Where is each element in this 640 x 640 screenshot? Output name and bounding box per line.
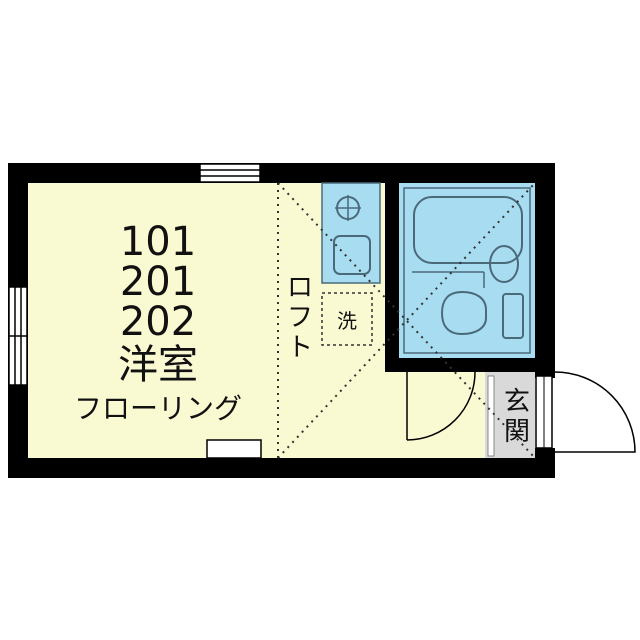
kitchen-counter: [321, 182, 381, 284]
room-type-label: 洋室: [118, 342, 198, 388]
entrance-label-char: 関: [504, 417, 530, 447]
toilet-icon: [440, 290, 524, 339]
gas-burner-icon: [335, 195, 361, 221]
loft-label: ロフト: [287, 273, 313, 363]
bathroom-wall-left: [385, 180, 399, 372]
washbasin-icon: [489, 245, 519, 283]
front-door: [535, 371, 636, 453]
loft-label-char: ロ: [287, 273, 313, 303]
washer-label: 洗: [337, 309, 357, 333]
entrance-step: [487, 375, 495, 457]
room-number-2: 201: [120, 259, 196, 305]
wall-right-upper: [535, 163, 555, 378]
loft-label-char: フ: [287, 303, 313, 333]
wall-right-lower: [535, 448, 555, 478]
entrance-label: 玄関: [504, 387, 530, 447]
wall-bottom: [8, 458, 555, 478]
window-left: [8, 286, 28, 386]
western-room-floor: [28, 183, 320, 458]
storage-box: [206, 439, 262, 459]
bathroom-unit: [399, 183, 535, 358]
bathtub-icon: [413, 196, 523, 264]
room-number-1: 101: [120, 219, 196, 265]
sink-icon: [333, 235, 371, 275]
wall-top: [8, 163, 555, 183]
washer-space: 洗: [321, 292, 373, 346]
window-top: [199, 163, 261, 183]
entrance-label-char: 玄: [504, 387, 530, 417]
bathroom-wall-bottom: [385, 358, 550, 372]
room-number-3: 202: [120, 299, 196, 345]
hall-floor: [385, 372, 485, 458]
flooring-label: フローリング: [74, 392, 242, 425]
loft-label-char: ト: [287, 333, 313, 363]
bathroom-door: [406, 371, 476, 441]
